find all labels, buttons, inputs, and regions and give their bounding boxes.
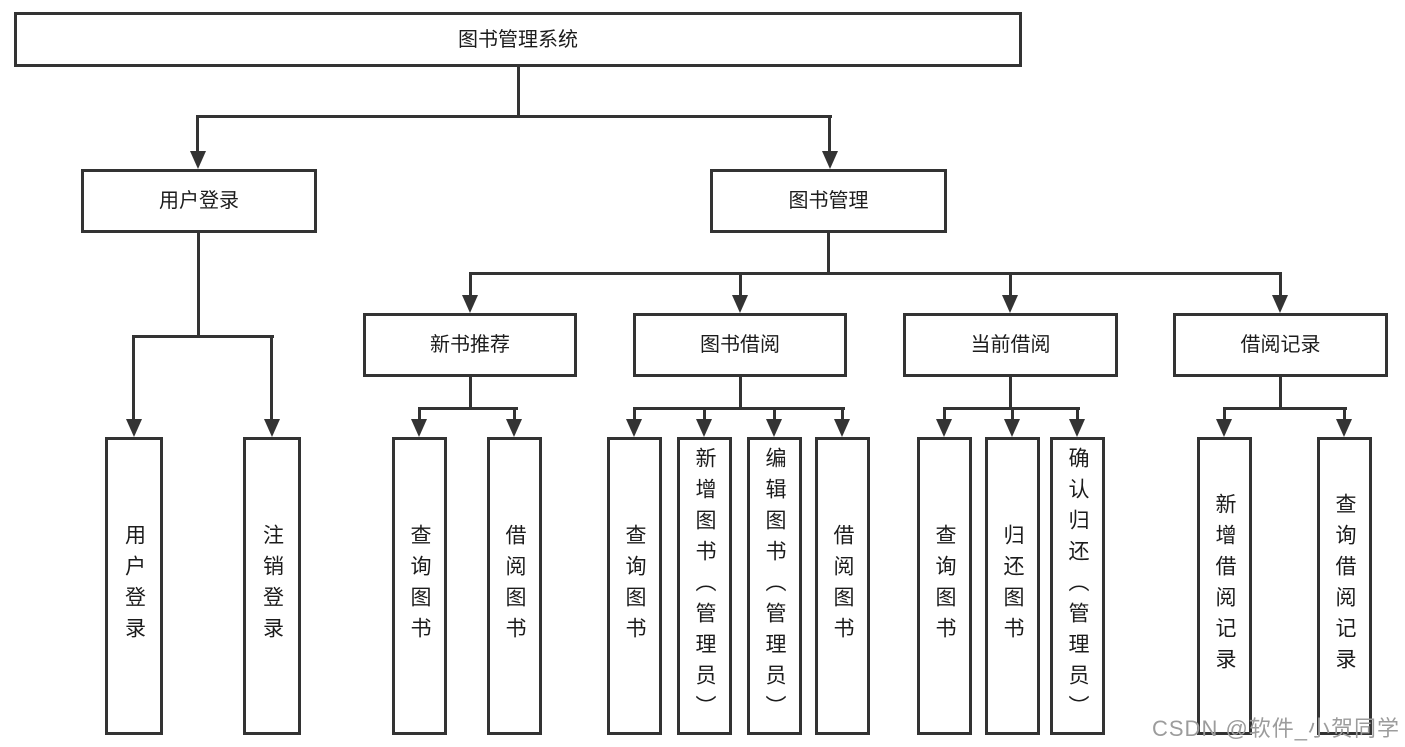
arrowhead-icon <box>190 151 206 169</box>
arrowhead-icon <box>626 419 642 437</box>
connector-line <box>1279 377 1282 410</box>
leaf-label: 借阅图书 <box>503 524 526 648</box>
node-label: 借阅记录 <box>1240 334 1321 356</box>
connector-line <box>1076 407 1079 422</box>
connector-line <box>132 335 274 338</box>
leaf-confirm-return-admin: 确认归还（管理员） <box>1050 437 1105 735</box>
node-library-management-system: 图书管理系统 <box>14 12 1022 67</box>
leaf-query-book-borrowing: 查询图书 <box>607 437 662 735</box>
connector-line <box>1223 407 1347 410</box>
leaf-label: 归还图书 <box>1001 524 1024 648</box>
connector-line <box>197 233 200 338</box>
leaf-label: 借阅图书 <box>831 524 854 648</box>
arrowhead-icon <box>766 419 782 437</box>
node-label: 当前借阅 <box>970 334 1051 356</box>
connector-line <box>633 407 636 422</box>
leaf-add-book-admin: 新增图书（管理员） <box>677 437 732 735</box>
connector-line <box>828 118 831 154</box>
connector-line <box>739 377 742 410</box>
arrowhead-icon <box>506 419 522 437</box>
node-book-management: 图书管理 <box>710 169 947 233</box>
leaf-add-borrow-record: 新增借阅记录 <box>1197 437 1252 735</box>
node-borrowing-records: 借阅记录 <box>1173 313 1388 377</box>
arrowhead-icon <box>1336 419 1352 437</box>
arrowhead-icon <box>732 295 748 313</box>
connector-line <box>739 272 742 299</box>
connector-line <box>469 377 472 410</box>
leaf-query-book-current: 查询图书 <box>917 437 972 735</box>
arrowhead-icon <box>696 419 712 437</box>
node-book-borrowing: 图书借阅 <box>633 313 847 377</box>
connector-line <box>943 407 946 422</box>
leaf-label: 注销登录 <box>260 524 284 648</box>
connector-line <box>513 407 516 422</box>
leaf-edit-book-admin: 编辑图书（管理员） <box>747 437 802 735</box>
connector-line <box>1011 407 1014 422</box>
connector-line <box>270 335 273 421</box>
leaf-label: 用户登录 <box>122 524 146 648</box>
connector-line <box>517 67 520 118</box>
node-label: 图书借阅 <box>700 334 780 356</box>
node-new-book-recommend: 新书推荐 <box>363 313 577 377</box>
connector-line <box>196 118 199 154</box>
arrowhead-icon <box>1272 295 1288 313</box>
connector-line <box>703 407 706 422</box>
leaf-label: 查询图书 <box>623 524 646 648</box>
connector-line <box>418 407 421 422</box>
arrowhead-icon <box>1216 419 1232 437</box>
connector-line <box>1279 272 1282 299</box>
node-label: 图书管理系统 <box>458 28 578 51</box>
csdn-watermark: CSDN @软件_小贺同学 <box>1152 716 1401 741</box>
node-label: 图书管理 <box>788 190 869 212</box>
connector-line <box>196 115 832 118</box>
arrowhead-icon <box>462 295 478 313</box>
connector-line <box>1343 407 1346 422</box>
arrowhead-icon <box>1004 419 1020 437</box>
leaf-user-login: 用户登录 <box>105 437 163 735</box>
node-user-login: 用户登录 <box>81 169 317 233</box>
arrowhead-icon <box>1002 295 1018 313</box>
arrowhead-icon <box>126 419 142 437</box>
leaf-label: 查询图书 <box>408 524 431 648</box>
connector-line <box>841 407 844 422</box>
leaf-borrow-book-borrowing: 借阅图书 <box>815 437 870 735</box>
leaf-label: 新增图书（管理员） <box>693 446 716 726</box>
arrowhead-icon <box>411 419 427 437</box>
connector-line <box>827 233 830 275</box>
connector-line <box>469 272 1282 275</box>
arrowhead-icon <box>834 419 850 437</box>
leaf-logout: 注销登录 <box>243 437 301 735</box>
leaf-label: 编辑图书（管理员） <box>763 446 786 726</box>
connector-line <box>469 272 472 299</box>
node-label: 新书推荐 <box>430 334 510 356</box>
node-current-borrowing: 当前借阅 <box>903 313 1118 377</box>
leaf-label: 查询借阅记录 <box>1333 493 1356 679</box>
connector-line <box>1009 272 1012 299</box>
leaf-borrow-book-recommend: 借阅图书 <box>487 437 542 735</box>
leaf-label: 新增借阅记录 <box>1213 493 1236 679</box>
arrowhead-icon <box>1069 419 1085 437</box>
connector-line <box>1223 407 1226 422</box>
connector-line <box>418 407 518 410</box>
connector-line <box>132 335 135 421</box>
leaf-label: 确认归还（管理员） <box>1066 446 1089 726</box>
leaf-query-book-recommend: 查询图书 <box>392 437 447 735</box>
arrowhead-icon <box>822 151 838 169</box>
leaf-label: 查询图书 <box>933 524 956 648</box>
leaf-return-book: 归还图书 <box>985 437 1040 735</box>
node-label: 用户登录 <box>159 190 239 212</box>
leaf-query-borrow-record: 查询借阅记录 <box>1317 437 1372 735</box>
arrowhead-icon <box>264 419 280 437</box>
connector-line <box>773 407 776 422</box>
connector-line <box>1009 377 1012 410</box>
connector-line <box>633 407 845 410</box>
arrowhead-icon <box>936 419 952 437</box>
